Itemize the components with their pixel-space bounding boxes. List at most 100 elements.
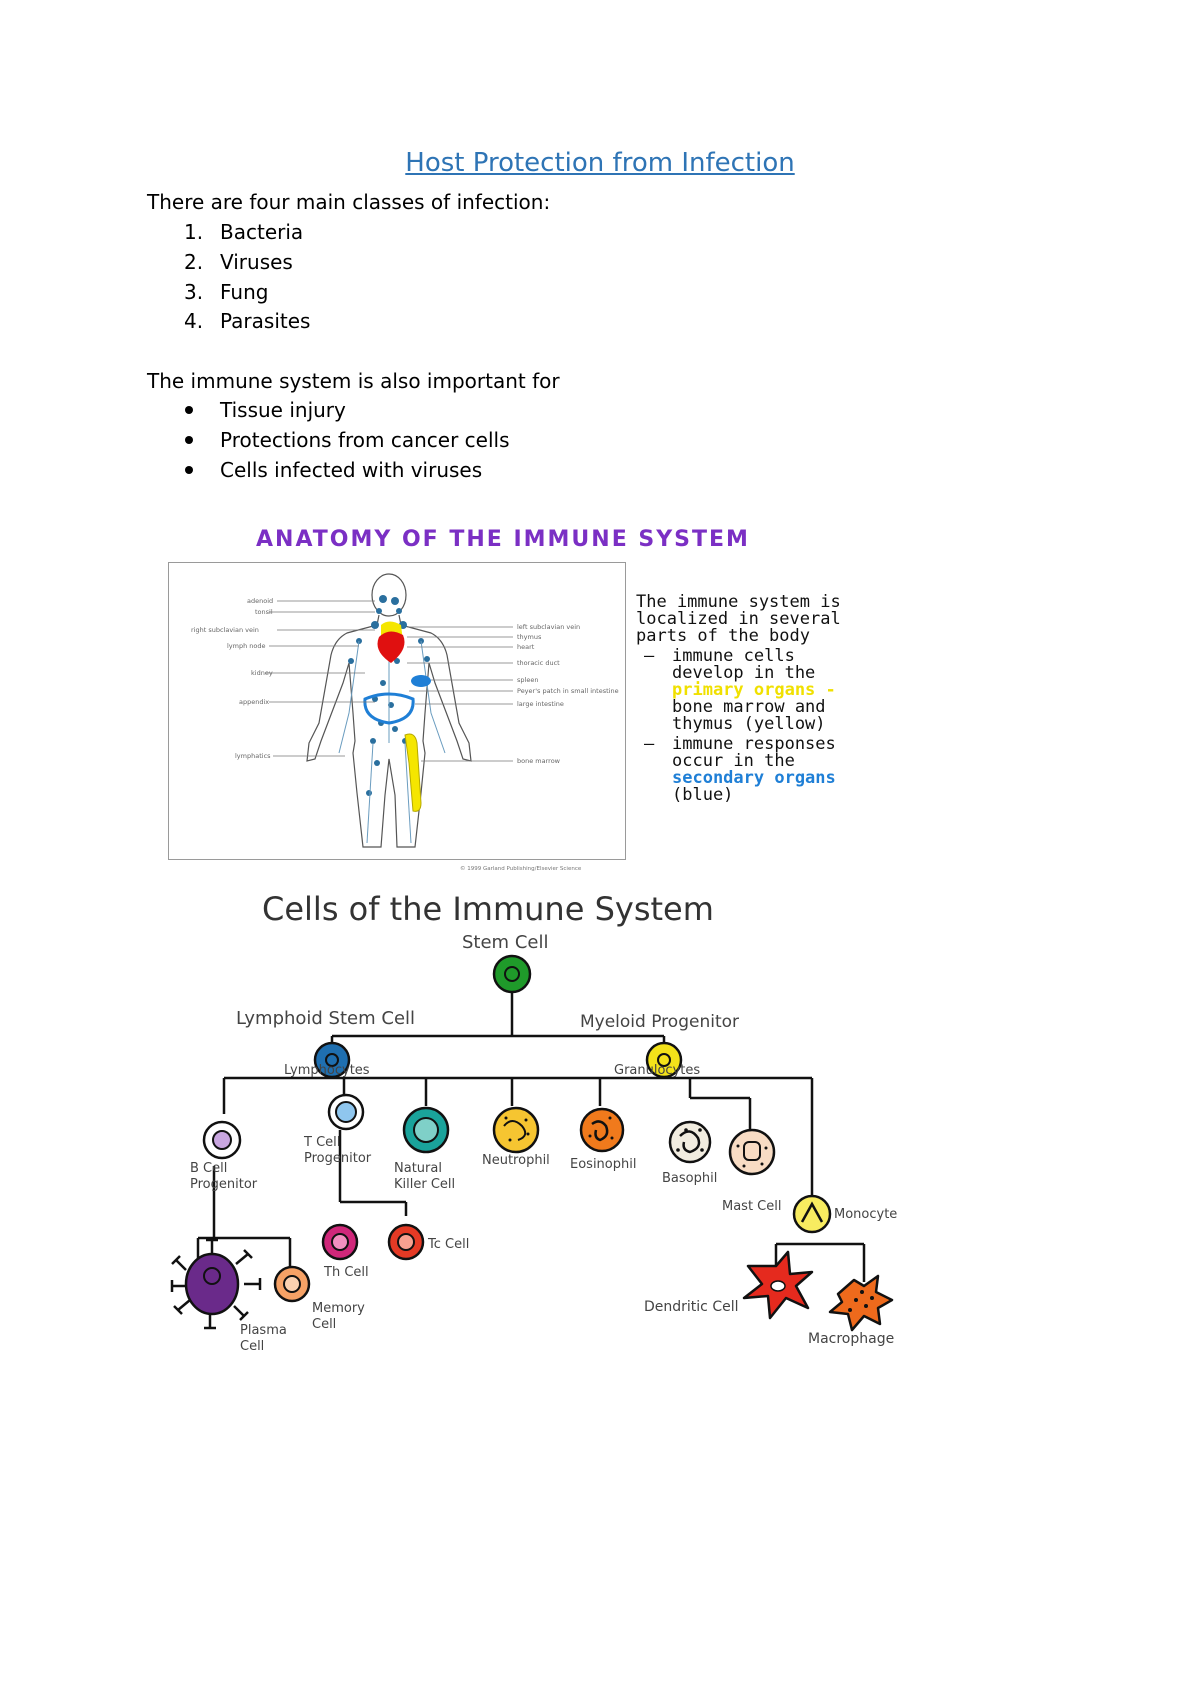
anatomy-labels: adenoid tonsil right subclavian vein lym… [191,597,619,765]
label-natural: Natural [394,1161,442,1176]
spleen-shape [411,675,431,687]
intro-text: There are four main classes of infection… [147,190,551,214]
memory-cell-node [273,1265,311,1303]
label-myeloid-progenitor: Myeloid Progenitor [580,1012,739,1032]
bullet-icon [185,436,193,444]
body-figure: adenoid tonsil right subclavian vein lym… [191,573,619,848]
lineage-lines [196,992,866,1282]
list-item: Viruses [220,250,293,274]
desc-line: immune responses [672,734,836,754]
label-basophil: Basophil [662,1171,717,1186]
list-item: Fung [220,280,269,304]
label-mast-cell: Mast Cell [722,1199,781,1214]
label-spleen: spleen [517,676,538,684]
label-lines [265,600,513,762]
also-intro-text: The immune system is also important for [147,369,560,393]
label-macrophage: Macrophage [808,1331,894,1347]
label-left-subclavian-vein: left subclavian vein [517,623,580,631]
dendritic-cell-node [742,1250,814,1320]
label-kidney: kidney [251,669,273,677]
intestine-shape [363,692,415,725]
eosinophil-node [579,1107,625,1153]
myeloid-progenitor-node [645,1041,683,1079]
list-item: Cells infected with viruses [220,458,483,482]
lymphoid-stem-cell-node [313,1041,351,1079]
label-thoracic-duct: thoracic duct [517,659,560,667]
tc-cell-node [387,1223,425,1261]
bone-marrow-shape [404,733,422,812]
plasma-cell-node [170,1238,262,1330]
label-appendix: appendix [239,698,269,706]
label-adenoid: adenoid [247,597,273,605]
page-title[interactable]: Host Protection from Infection [405,148,795,178]
label-heart: heart [517,643,535,651]
anatomy-title: ANATOMY OF THE IMMUNE SYSTEM [256,527,750,552]
basophil-node [668,1120,712,1164]
primary-organs-text: primary organs - [672,680,836,700]
neutrophil-node [492,1106,540,1154]
label-bone-marrow: bone marrow [517,757,561,765]
desc-line: develop in the [672,663,816,683]
label-large-intestine: large intestine [517,700,564,708]
list-item: Parasites [220,309,311,333]
list-number: 3. [184,280,204,304]
label-monocyte: Monocyte [834,1207,897,1222]
label-plasma-cell: Cell [240,1339,264,1354]
monocyte-node [792,1194,832,1234]
label-t-cell-progenitor: Progenitor [304,1151,372,1166]
desc-line: bone marrow and [672,697,826,717]
dash-icon: — [644,646,655,666]
body-outline [306,573,472,848]
list-item: Tissue injury [220,398,346,422]
label-lymphoid-stem-cell: Lymphoid Stem Cell [236,1008,415,1029]
bullet-icon [185,466,193,474]
desc-line: parts of the body [636,626,810,646]
label-t-cell: T Cell [303,1135,340,1150]
bullet-icon [185,406,193,414]
label-peyers-patch: Peyer's patch in small intestine [517,687,619,695]
label-stem-cell: Stem Cell [462,932,548,953]
mast-cell-node [728,1128,776,1176]
label-dendritic-cell: Dendritic Cell [644,1299,739,1315]
label-killer-cell: Killer Cell [394,1177,455,1192]
secondary-organs-text: secondary organs [672,768,836,788]
label-right-subclavian-vein: right subclavian vein [191,626,259,634]
t-cell-node [327,1093,365,1131]
dash-icon: — [644,734,655,754]
label-b-cell-progenitor: Progenitor [190,1177,258,1192]
heart-shape [377,631,405,663]
label-tonsil: tonsil [255,608,273,616]
nk-cell-node [402,1106,450,1154]
desc-line: immune cells [672,646,795,666]
cell-lineage-diagram: Stem Cell Lymphoid Stem Cell Myeloid Pro… [170,932,897,1354]
label-memory-cell: Cell [312,1317,336,1332]
list-number: 2. [184,250,204,274]
label-granulocytes: Granulocytes [614,1063,700,1078]
label-lymph-node: lymph node [227,642,266,650]
label-plasma: Plasma [240,1323,287,1338]
th-cell-node [321,1223,359,1261]
label-lymphocytes: Lymphocytes [284,1063,370,1078]
desc-line: thymus (yellow) [672,714,826,734]
macrophage-node [828,1274,894,1332]
list-number: 1. [184,220,204,244]
lymph-nodes [348,595,430,796]
label-memory: Memory [312,1301,365,1316]
label-neutrophil: Neutrophil [482,1153,550,1168]
label-thymus: thymus [517,633,542,641]
anatomy-diagram: adenoid tonsil right subclavian vein lym… [168,562,626,860]
label-tc-cell: Tc Cell [427,1237,469,1252]
label-lymphatics: lymphatics [235,752,271,760]
desc-line: The immune system is [636,592,841,612]
anatomy-credit: © 1999 Garland Publishing/Elsevier Scien… [460,865,582,872]
list-number: 4. [184,309,204,333]
desc-line: occur in the [672,751,795,771]
desc-line: (blue) [672,785,734,805]
credit-line: © 1999 Garland Publishing/Elsevier Scien… [460,865,582,872]
list-item: Bacteria [220,220,304,244]
list-item: Protections from cancer cells [220,428,510,452]
desc-line: localized in several [636,609,841,629]
stem-cell-node [492,954,532,994]
cells-title: Cells of the Immune System [262,890,714,928]
